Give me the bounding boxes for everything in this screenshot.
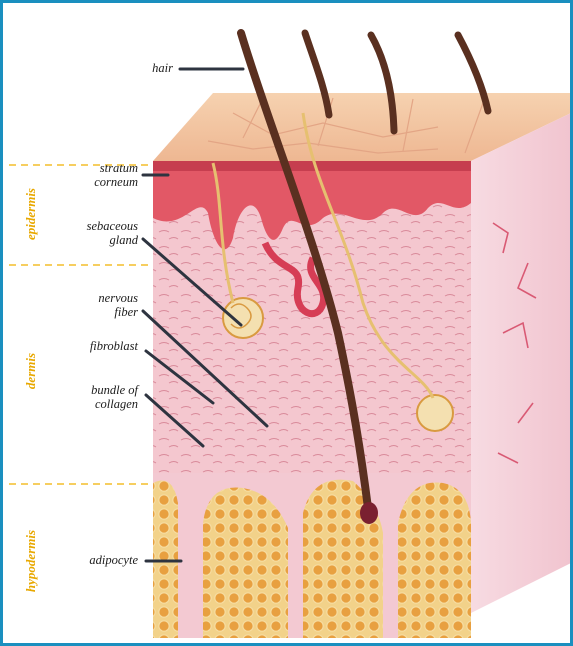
layer-label-hypodermis: hypodermis [23,501,39,621]
label-adipocyte: adipocyte [58,553,138,567]
side-face [471,113,570,613]
label-nervous-fiber: nervous fiber [58,291,138,319]
label-bundle-of-collagen: bundle of collagen [58,383,138,411]
layer-label-dermis: dermis [23,311,39,431]
label-hair: hair [113,61,173,75]
label-sebaceous-gland: sebaceous gland [58,219,138,247]
skin-cross-section-illustration [3,3,570,643]
hypodermis-layer [153,473,471,638]
label-stratum-corneum: stratum corneum [63,161,138,189]
layer-label-epidermis: epidermis [23,154,39,274]
label-fibroblast: fibroblast [58,339,138,353]
stratum-corneum-band [153,161,471,171]
